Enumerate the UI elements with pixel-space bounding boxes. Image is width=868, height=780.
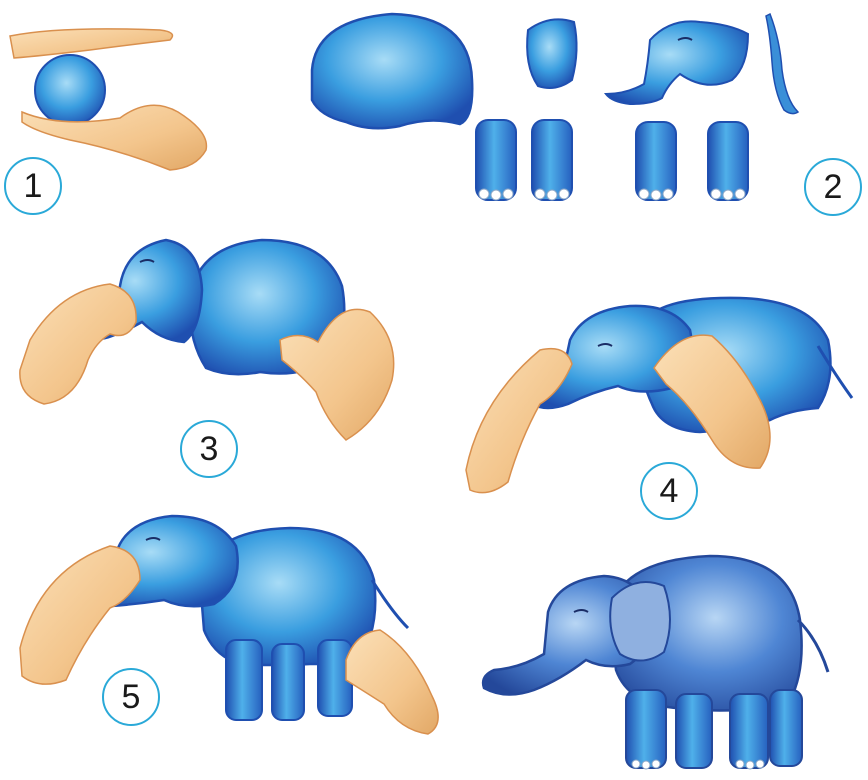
step-5-number: 5 [122,680,141,714]
step2-art [312,14,798,200]
step-2-badge: 2 [804,158,862,216]
step-1-number: 1 [24,169,43,203]
step-5-badge: 5 [102,668,160,726]
step4-left-hand [466,349,572,493]
step3-art [20,240,394,440]
step5-legs [226,640,352,720]
step1-clay-ball [35,55,105,125]
step2-body-piece [312,14,472,128]
step2-tail-piece [766,14,798,114]
step2-head-trunk-piece [606,21,748,104]
step-2-number: 2 [824,170,843,204]
step-3-badge: 3 [180,420,238,478]
step-4-number: 4 [660,474,679,508]
step2-legs [476,120,748,200]
finished-elephant-art [483,556,828,769]
step-3-number: 3 [200,432,219,466]
step5-art [20,516,438,734]
step5-right-hand [346,630,438,734]
step1-top-hand [10,29,172,58]
step-1-badge: 1 [4,157,62,215]
step1-art [10,29,206,170]
step2-ears-piece [527,19,576,88]
step3-left-hand [20,284,136,404]
finished-ear [610,582,670,661]
step5-left-hand [20,546,140,684]
step-4-badge: 4 [640,462,698,520]
